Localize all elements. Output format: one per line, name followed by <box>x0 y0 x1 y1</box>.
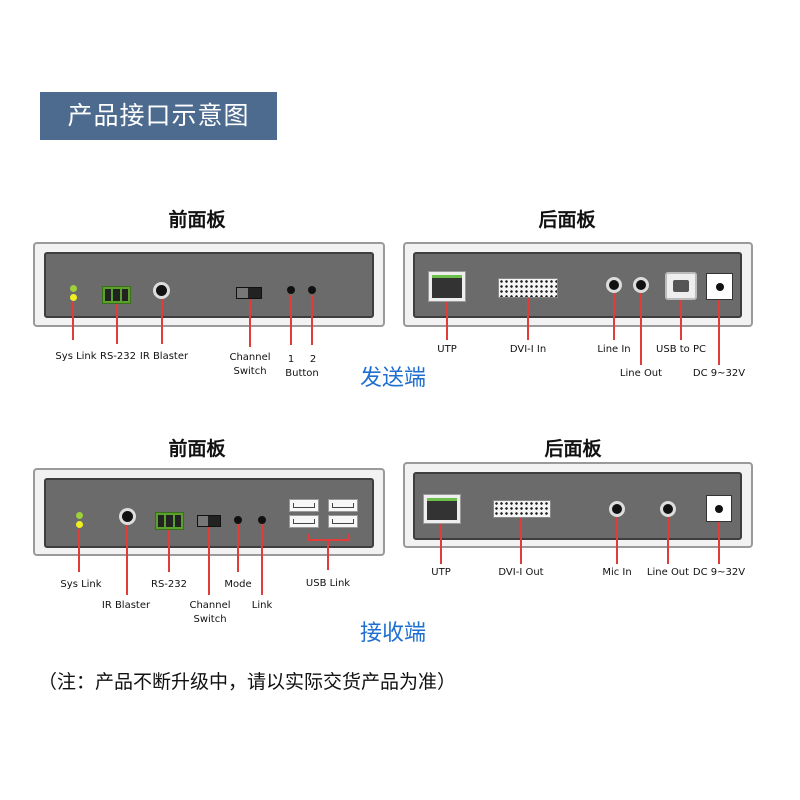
leader-line <box>311 295 313 345</box>
label-rs232: RS-232 <box>100 351 136 362</box>
leader-line <box>667 517 669 564</box>
label-switch: Switch <box>193 614 227 625</box>
led-icon <box>70 294 77 301</box>
rs232-terminal-icon <box>102 286 131 304</box>
transmitter-label: 发送端 <box>360 366 427 391</box>
footnote: （注：产品不断升级中，请以实际交货产品为准） <box>38 671 457 693</box>
leader-line <box>116 304 118 344</box>
label-mic-in: Mic In <box>602 567 632 578</box>
tx-front-title: 前面板 <box>168 209 226 231</box>
leader-line <box>527 298 529 340</box>
leader-line <box>640 293 642 365</box>
leader-line <box>680 300 682 340</box>
usb-a-port-icon <box>289 515 319 528</box>
label-line-out: Line Out <box>619 368 663 379</box>
usb-a-port-icon <box>289 499 319 512</box>
tx-rear-title: 后面板 <box>538 209 596 231</box>
leader-line <box>613 293 615 340</box>
leader-line <box>161 299 163 344</box>
led-icon <box>76 521 83 528</box>
label-mode: Mode <box>224 579 252 590</box>
ir-jack-icon <box>153 282 170 299</box>
channel-switch-icon <box>197 515 221 527</box>
leader-line <box>348 534 350 540</box>
rj45-port-icon <box>423 494 461 524</box>
usb-b-port-icon <box>665 272 697 300</box>
label-dc: DC 9~32V <box>692 567 746 578</box>
label-rs232: RS-232 <box>151 579 187 590</box>
rx-rear-title: 后面板 <box>544 438 602 460</box>
label-line-in: Line In <box>597 344 631 355</box>
leader-line <box>78 529 80 572</box>
label-ir-blaster: IR Blaster <box>101 600 151 611</box>
line-out-jack-icon <box>660 501 676 517</box>
label-line-out: Line Out <box>646 567 690 578</box>
label-button-1: 1 <box>287 354 295 365</box>
ir-jack-icon <box>119 508 136 525</box>
led-icon <box>76 512 83 519</box>
line-in-jack-icon <box>606 277 622 293</box>
receiver-label: 接收端 <box>360 621 427 646</box>
rj45-port-icon <box>428 271 466 302</box>
dvi-port-icon <box>493 500 551 518</box>
led-icon <box>70 285 77 292</box>
label-usb-to-pc: USB to PC <box>656 344 706 355</box>
mode-button-icon <box>234 516 242 524</box>
usb-a-port-icon <box>328 515 358 528</box>
label-dvi-in: DVI-I In <box>509 344 547 355</box>
leader-line <box>261 524 263 595</box>
label-utp: UTP <box>431 567 451 578</box>
label-ir-blaster: IR Blaster <box>139 351 189 362</box>
label-channel: Channel <box>229 352 271 363</box>
label-utp: UTP <box>437 344 457 355</box>
leader-line <box>126 525 128 595</box>
leader-line <box>168 530 170 572</box>
label-button: Button <box>285 368 319 379</box>
button-2-icon <box>308 286 316 294</box>
leader-line <box>520 518 522 564</box>
rs232-terminal-icon <box>155 512 184 530</box>
leader-line <box>237 524 239 572</box>
leader-line <box>208 527 210 595</box>
leader-line <box>440 524 442 564</box>
leader-line <box>446 302 448 340</box>
label-sys-link: Sys Link <box>55 351 97 362</box>
button-1-icon <box>287 286 295 294</box>
page-title: 产品接口示意图 <box>40 92 277 140</box>
label-sys-link: Sys Link <box>60 579 102 590</box>
label-channel: Channel <box>189 600 231 611</box>
tx-front-face <box>44 252 374 318</box>
dvi-port-icon <box>498 278 558 298</box>
line-out-jack-icon <box>633 277 649 293</box>
leader-line <box>616 517 618 564</box>
label-dc: DC 9~32V <box>692 368 746 379</box>
leader-line <box>718 300 720 365</box>
label-dvi-out: DVI-I Out <box>498 567 544 578</box>
channel-switch-icon <box>236 287 262 299</box>
rx-rear-face <box>413 472 742 540</box>
dc-jack-icon <box>706 495 732 522</box>
label-button-2: 2 <box>309 354 317 365</box>
dc-jack-icon <box>706 273 733 300</box>
label-usb-link: USB Link <box>305 578 351 589</box>
leader-line <box>72 302 74 340</box>
leader-line <box>327 540 329 570</box>
label-link: Link <box>251 600 273 611</box>
leader-line <box>249 299 251 347</box>
rx-front-title: 前面板 <box>168 438 226 460</box>
label-switch: Switch <box>233 366 267 377</box>
usb-a-port-icon <box>328 499 358 512</box>
leader-line <box>290 295 292 345</box>
leader-line <box>307 534 309 540</box>
mic-in-jack-icon <box>609 501 625 517</box>
leader-line <box>718 522 720 564</box>
link-button-icon <box>258 516 266 524</box>
